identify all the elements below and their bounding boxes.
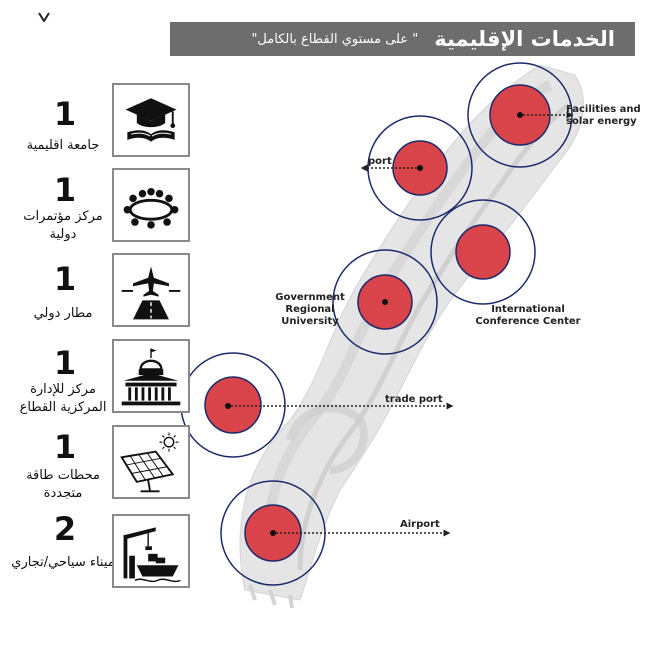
service-count: 2	[53, 510, 77, 548]
service-count: 1	[53, 171, 77, 209]
service-label: محطات طاقة متجددة	[26, 468, 100, 501]
service-label: مطار دولي	[33, 306, 93, 321]
marker-airport	[220, 480, 451, 586]
map-label-port: port	[368, 156, 392, 167]
service-label: مركز مؤتمرات دولية	[23, 209, 103, 242]
conference-icon	[112, 168, 190, 242]
service-label: مركز للإدارة المركزية القطاع	[19, 382, 107, 415]
service-count: 1	[53, 344, 77, 382]
map-label-conference: International Conference Center	[475, 304, 581, 327]
service-count: 1	[53, 260, 77, 298]
map-label-airport: Airport	[400, 519, 440, 530]
service-label: جامعة اقليمية	[26, 138, 100, 153]
map-label-trade-port: trade port	[385, 394, 443, 405]
map-label-facilities: Facilities and solar energy	[566, 104, 641, 127]
service-count: 1	[53, 428, 77, 466]
marker-port	[360, 115, 473, 221]
solar-panel-icon	[112, 425, 190, 499]
marker-university	[332, 249, 438, 355]
graduation-cap-icon	[112, 83, 190, 157]
marker-conference	[430, 199, 536, 305]
title-banner: الخدمات الإقليمية " على مستوي القطاع بال…	[170, 22, 635, 56]
service-label: ميناء سياحي/تجاري	[11, 555, 115, 570]
map-label-university: Government Regional University	[275, 292, 345, 327]
airport-icon	[112, 253, 190, 327]
service-count: 1	[53, 95, 77, 133]
page-title: الخدمات الإقليمية	[434, 27, 615, 51]
corner-mark-icon	[38, 12, 50, 22]
government-building-icon	[112, 339, 190, 413]
port-crane-icon	[112, 514, 190, 588]
marker-facilities	[467, 62, 574, 168]
page-subtitle: " على مستوي القطاع بالكامل"	[251, 31, 419, 47]
